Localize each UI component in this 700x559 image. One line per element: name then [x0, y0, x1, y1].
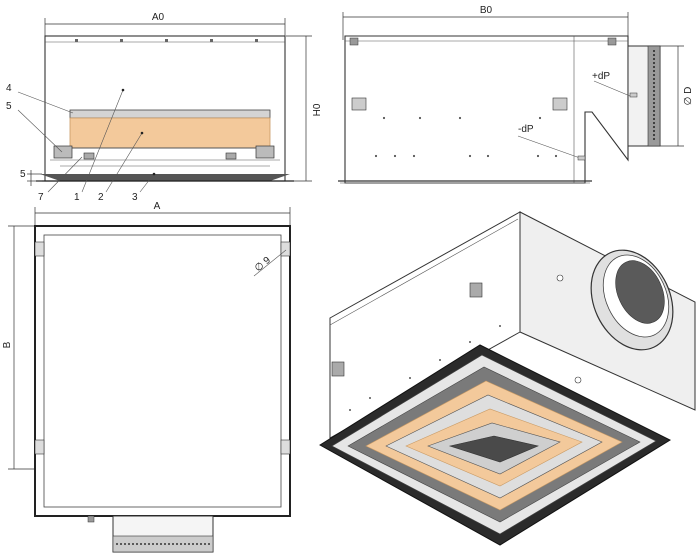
a-label: A [154, 201, 161, 212]
dim-5: 5 [20, 169, 26, 180]
callout-4: 4 [6, 83, 12, 94]
filter-element [69, 117, 271, 149]
a0-label: A0 [152, 12, 165, 23]
b0-label: B0 [480, 5, 493, 16]
callout-3: 3 [132, 192, 138, 203]
top-view: A As B Bs ∅ 9 [2, 201, 291, 553]
b-label: B [2, 341, 13, 348]
isometric-view [319, 211, 696, 546]
plus-dp-label: +dP [592, 71, 610, 82]
front-view: A0 H0 [6, 12, 323, 203]
d-label: ∅ D [683, 87, 694, 106]
callout-7: 7 [38, 192, 44, 203]
callout-2: 2 [98, 192, 104, 203]
side-view: B0 ∅ D +dP -dP [338, 5, 694, 184]
callout-1: 1 [74, 192, 80, 203]
minus-dp-label: -dP [518, 124, 534, 135]
h0-label: H0 [312, 103, 323, 116]
callout-5: 5 [6, 101, 12, 112]
